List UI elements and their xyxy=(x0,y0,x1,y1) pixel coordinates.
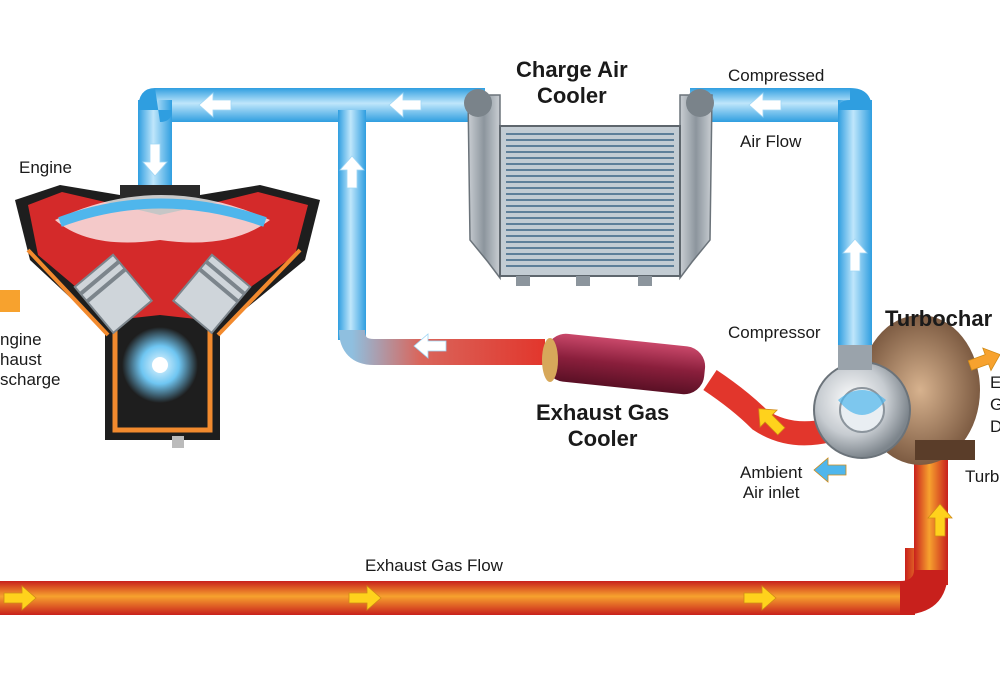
label-compressed: Compressed xyxy=(728,66,825,85)
label-dp-line2: G xyxy=(990,395,1000,415)
label-engine: Engine xyxy=(19,158,72,177)
air-flow-arrow xyxy=(339,155,365,189)
charge-air-cooler xyxy=(464,89,714,286)
air-flow-arrow xyxy=(388,92,422,118)
exhaust-flow-arrow xyxy=(743,585,777,611)
air-flow-arrow xyxy=(842,238,868,272)
label-exhaust-gas-flow: Exhaust Gas Flow xyxy=(365,556,503,575)
exhaust-flow-arrow xyxy=(927,503,953,537)
label-egc-line1: Exhaust Gas xyxy=(536,400,670,425)
label-turbocharger: Turbochar xyxy=(885,306,993,331)
air-intake-pipe xyxy=(138,88,872,360)
label-charge-air-cooler-line2: Cooler xyxy=(536,82,607,108)
label-ede-line3: scharge xyxy=(0,370,61,390)
label-charge-air-cooler: Charge Air Cooler xyxy=(516,57,628,109)
exhaust-gas-cooler xyxy=(542,333,706,395)
label-ede-line2: haust xyxy=(0,350,42,370)
label-air-flow: Air Flow xyxy=(740,132,802,151)
air-flow-arrow xyxy=(748,92,782,118)
air-flow-arrow xyxy=(142,143,168,177)
exhaust-flow-arrow xyxy=(758,408,786,436)
exhaust-pipe xyxy=(0,455,948,615)
label-ambient-air-inlet: Ambient Air inlet xyxy=(740,463,802,503)
engine xyxy=(0,185,320,448)
label-ede-line1: ngine xyxy=(0,330,42,349)
label-turbine: Turb xyxy=(965,467,1000,486)
label-discharge-partial: E G D xyxy=(990,372,1000,438)
exhaust-flow-arrow xyxy=(3,585,37,611)
exhaust-outlet-arrow xyxy=(967,347,1000,372)
label-exhaust-gas-cooler: Exhaust Gas Cooler xyxy=(536,400,669,452)
label-aai-line1: Ambient xyxy=(740,463,803,482)
label-compressor: Compressor xyxy=(728,323,821,342)
label-egc-line2: Cooler xyxy=(567,425,638,451)
label-aai-line2: Air inlet xyxy=(742,483,800,503)
air-flow-arrow xyxy=(413,333,447,359)
label-engine-exhaust-discharge: ngine haust scharge xyxy=(0,330,60,390)
label-dp-line3: D xyxy=(990,417,1000,437)
turbocharger xyxy=(813,315,980,465)
exhaust-flow-arrow xyxy=(348,585,382,611)
air-flow-arrow xyxy=(198,92,232,118)
label-charge-air-cooler-line1: Charge Air xyxy=(516,57,628,82)
label-dp-line1: E xyxy=(990,373,1000,392)
ambient-air-arrow xyxy=(813,457,847,483)
